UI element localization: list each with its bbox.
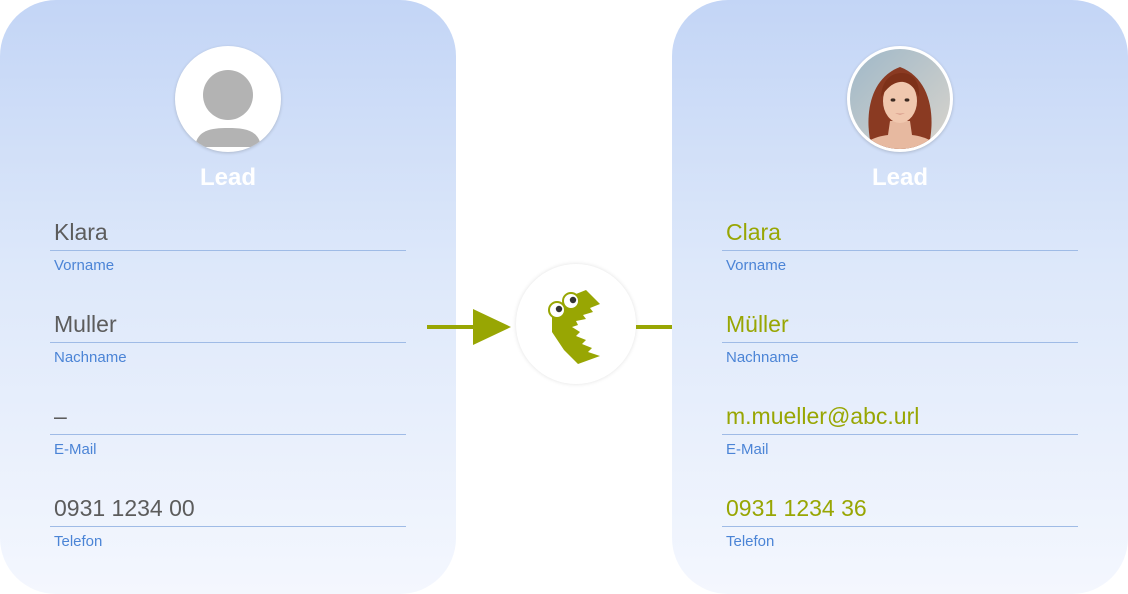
field-email: m.mueller@abc.url E-Mail (722, 400, 1078, 492)
field-value: 0931 1234 36 (726, 495, 867, 521)
field-telefon: 0931 1234 00 Telefon (50, 492, 406, 584)
cleaning-hub (516, 264, 636, 384)
field-label: Vorname (726, 257, 787, 274)
field-label: Telefon (54, 533, 103, 550)
arrow-right-icon (427, 309, 511, 345)
card-title: Lead (199, 164, 256, 191)
field-value: – (54, 403, 67, 429)
field-vorname: Clara Vorname (722, 216, 1078, 308)
field-label: Nachname (726, 349, 799, 366)
card-title: Lead (871, 164, 928, 191)
field-label: E-Mail (726, 441, 769, 458)
profile-photo (850, 49, 950, 149)
field-underline (50, 342, 406, 343)
field-telefon: 0931 1234 36 Telefon (722, 492, 1078, 584)
field-underline (722, 526, 1078, 527)
field-underline (50, 526, 406, 527)
field-value: Klara (54, 219, 108, 245)
field-label: E-Mail (54, 441, 97, 458)
field-label: Telefon (726, 533, 775, 550)
field-underline (50, 250, 406, 251)
field-nachname: Muller Nachname (50, 308, 406, 400)
field-underline (722, 434, 1078, 435)
field-email: – E-Mail (50, 400, 406, 492)
field-label: Vorname (54, 257, 115, 274)
field-value: Clara (726, 219, 781, 245)
lead-card-cleaned: Lead Clara Vorname Müller Nachname m.mue… (672, 0, 1128, 594)
field-label: Nachname (54, 349, 127, 366)
field-underline (722, 250, 1078, 251)
field-vorname: Klara Vorname (50, 216, 406, 308)
avatar-placeholder (175, 46, 281, 152)
field-value: 0931 1234 00 (54, 495, 195, 521)
field-underline (722, 342, 1078, 343)
lead-card-original: Lead Klara Vorname Muller Nachname – E-M… (0, 0, 456, 594)
field-nachname: Müller Nachname (722, 308, 1078, 400)
crocodile-mascot-icon (548, 290, 600, 364)
user-placeholder-icon (178, 49, 278, 149)
avatar-photo (847, 46, 953, 152)
field-value: Muller (54, 311, 117, 337)
field-value: m.mueller@abc.url (726, 403, 920, 429)
field-value: Müller (726, 311, 789, 337)
field-underline (50, 434, 406, 435)
